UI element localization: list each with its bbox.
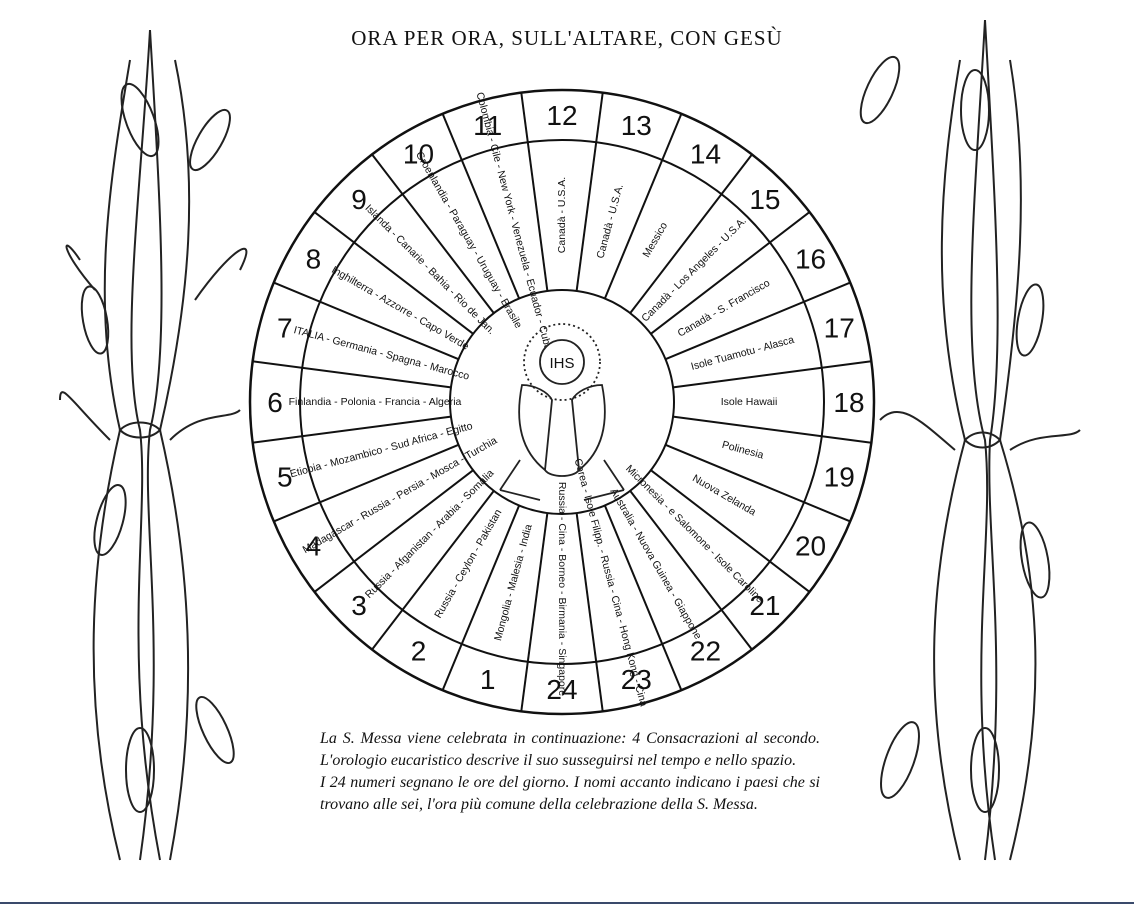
sector-divider xyxy=(313,469,474,593)
hour-number: 12 xyxy=(546,100,577,131)
bottom-rule xyxy=(0,902,1134,904)
sector-divider xyxy=(575,92,604,292)
sector-countries: Isole Hawaii xyxy=(721,396,778,408)
hour-number: 6 xyxy=(267,387,283,418)
hour-number: 23 xyxy=(621,664,652,695)
sector-divider xyxy=(252,415,452,444)
sector-divider xyxy=(520,92,549,292)
hour-number: 11 xyxy=(473,110,502,141)
hour-number: 4 xyxy=(306,531,322,562)
sector-divider xyxy=(665,281,851,361)
hour-number: 3 xyxy=(351,590,367,621)
clock-hour-ring xyxy=(299,139,825,665)
page-title: ORA PER ORA, SULL'ALTARE, CON GESÙ xyxy=(351,26,783,50)
sector-divider xyxy=(672,415,872,444)
hour-number: 14 xyxy=(690,138,721,169)
sector-divider xyxy=(629,490,753,651)
sector-countries: Russia - Cina - Borneo - Birmania - Sing… xyxy=(556,482,568,696)
sector-countries: Canadà - U.S.A. xyxy=(556,177,568,253)
sector-divider xyxy=(650,469,811,593)
sector-divider xyxy=(575,512,604,712)
sector-divider xyxy=(441,505,521,691)
hour-number: 2 xyxy=(411,636,427,667)
sector-divider xyxy=(313,211,474,335)
hour-number: 24 xyxy=(546,674,577,705)
caption: La S. Messa viene celebrata in continuaz… xyxy=(320,728,820,816)
caption-paragraph-1: La S. Messa viene celebrata in continuaz… xyxy=(320,730,820,769)
hands-holding-host-icon xyxy=(499,323,625,501)
hour-number: 19 xyxy=(824,461,855,492)
sector-divider xyxy=(441,113,521,299)
sector-countries: Finlandia - Polonia - Francia - Algeria xyxy=(289,396,462,408)
sector-divider xyxy=(520,512,549,712)
hour-number: 21 xyxy=(749,590,780,621)
sector-divider xyxy=(371,153,495,314)
hour-number: 5 xyxy=(277,461,293,492)
sector-divider xyxy=(273,281,459,361)
sector-divider xyxy=(650,211,811,335)
caption-paragraph-2: I 24 numeri segnano le ore del giorno. I… xyxy=(320,774,820,813)
sector-divider xyxy=(672,360,872,389)
hour-number: 13 xyxy=(621,110,652,141)
hour-number: 9 xyxy=(351,184,367,215)
hour-number: 18 xyxy=(833,387,864,418)
sector-divider xyxy=(371,490,495,651)
sector-divider xyxy=(603,113,683,299)
host-monogram: IHS xyxy=(549,355,574,372)
hour-number: 8 xyxy=(306,244,322,275)
hour-number: 15 xyxy=(749,184,780,215)
hour-number: 22 xyxy=(690,636,721,667)
wheat-sheaf-right-icon xyxy=(859,19,1081,861)
sector-divider xyxy=(603,505,683,691)
sector-divider xyxy=(273,443,459,523)
hour-number: 10 xyxy=(403,138,434,169)
sector-divider xyxy=(252,360,452,389)
hour-number: 20 xyxy=(795,531,826,562)
wheat-sheaf-left-icon xyxy=(59,29,248,861)
clock-center-circle xyxy=(449,289,675,515)
hour-number: 1 xyxy=(480,664,496,695)
hour-number: 16 xyxy=(795,244,826,275)
hour-number: 17 xyxy=(824,313,855,344)
sector-divider xyxy=(629,153,753,314)
sector-divider xyxy=(665,443,851,523)
hour-number: 7 xyxy=(277,313,293,344)
